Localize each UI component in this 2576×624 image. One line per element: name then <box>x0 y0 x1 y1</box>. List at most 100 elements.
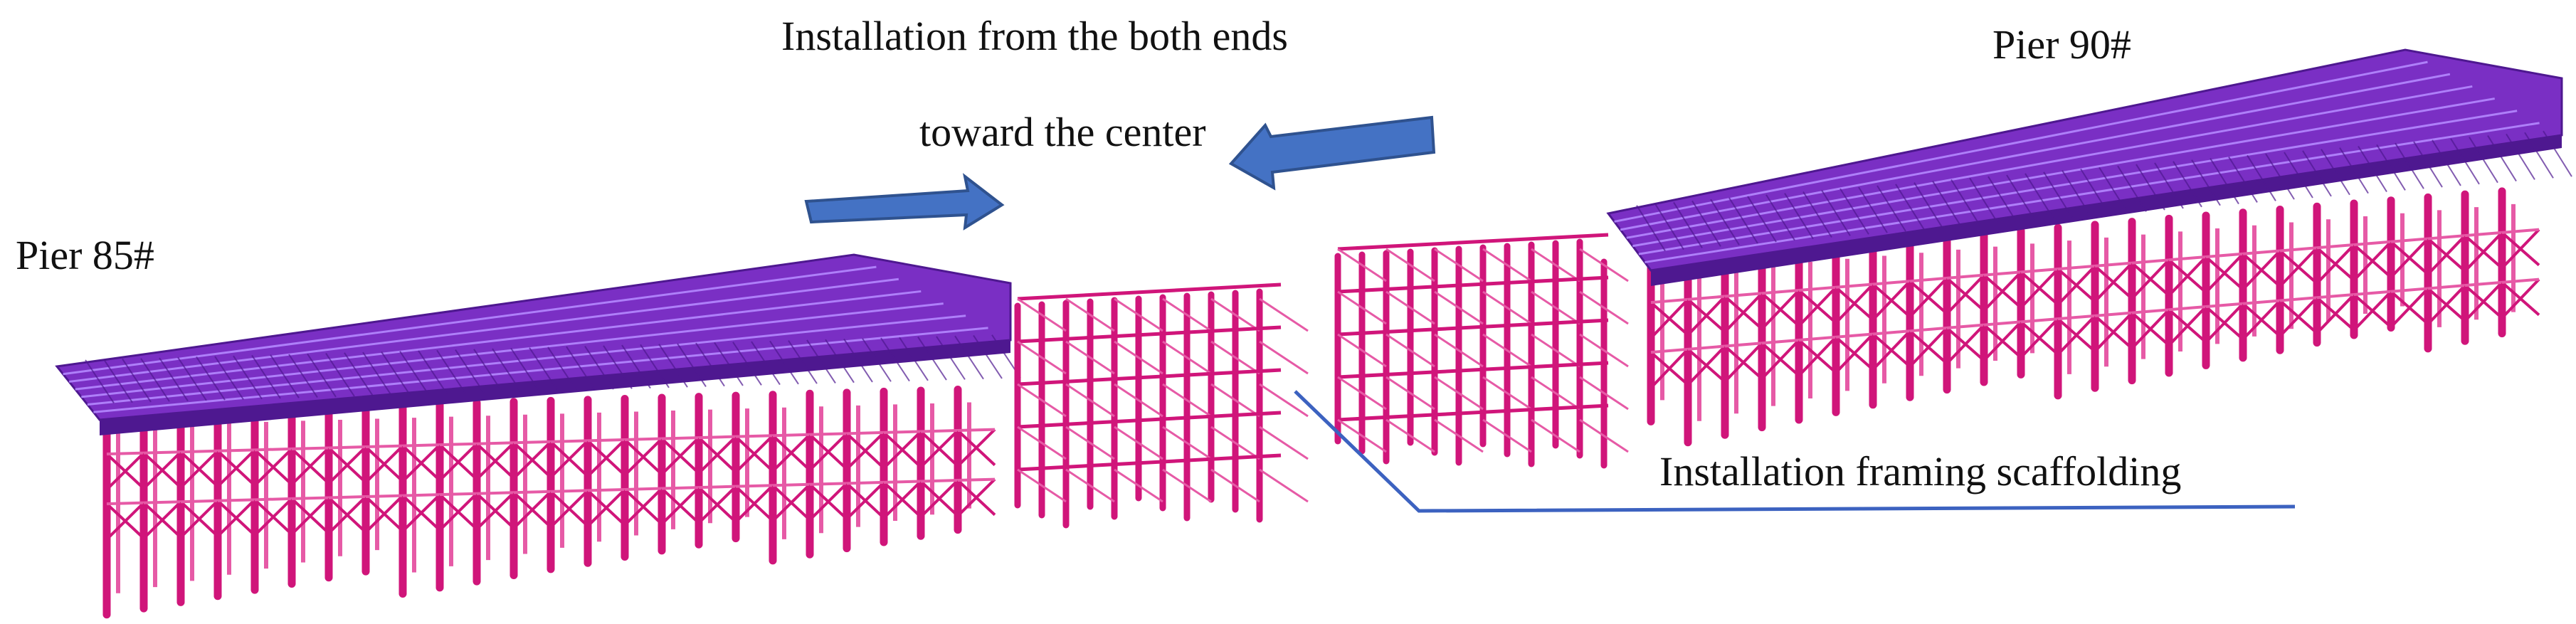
framing-brace <box>1385 248 1435 282</box>
framing-brace <box>1210 383 1260 418</box>
scaffold-brace <box>1724 342 1763 348</box>
scaffold-brace <box>2094 262 2133 303</box>
scaffold-brace <box>1835 283 1874 324</box>
framing-brace <box>1531 248 1580 282</box>
framing-brace <box>1259 297 1309 332</box>
scaffold-brace <box>586 438 626 477</box>
framing-brace <box>1114 425 1163 460</box>
scaffold-deck-rib <box>2062 170 2091 217</box>
scaffold-brace <box>1946 324 1985 365</box>
scaffold-brace <box>550 439 588 443</box>
scaffold-brace <box>883 430 922 434</box>
scaffold-brace <box>216 448 256 488</box>
scaffold-deck-plank <box>75 290 922 391</box>
scaffold-brace <box>2057 314 2096 356</box>
scaffold-deck-rib <box>2006 174 2036 221</box>
scaffold-brace <box>290 497 330 536</box>
scaffold-brace <box>1872 329 1911 336</box>
framing-brace <box>1017 425 1067 460</box>
scaffold-deck-rib <box>1691 200 1721 247</box>
scaffold-brace <box>143 450 181 455</box>
framing-beam <box>1337 275 1609 294</box>
framing-brace <box>1162 383 1212 418</box>
scaffold-brace <box>2279 246 2318 253</box>
framing-brace <box>1337 376 1387 411</box>
scaffold-brace <box>2131 258 2170 300</box>
scaffold-brace <box>549 439 589 479</box>
framing-brace <box>1579 290 1629 325</box>
scaffold-deck-rib <box>418 350 448 395</box>
scaffold-deck-rib <box>880 337 910 382</box>
framing-brace <box>1434 290 1484 325</box>
scaffold-deck-rib <box>1728 197 1758 244</box>
scaffold-deck-rib <box>1876 185 1906 232</box>
scaffold-deck-rib <box>2432 139 2461 186</box>
scaffold-deck-rib <box>899 337 929 381</box>
scaffold-brace <box>142 450 182 490</box>
framing-beam <box>1337 403 1609 422</box>
framing-brace <box>1065 425 1115 460</box>
scaffold-brace <box>364 445 404 484</box>
scaffold-brace <box>142 500 182 540</box>
framing-brace <box>1385 418 1435 453</box>
framing-brace <box>1579 376 1629 411</box>
arrow-left-icon <box>1228 115 1436 191</box>
scaffold-deck-rib <box>85 359 115 403</box>
scaffold-brace <box>1649 298 1689 339</box>
framing-brace <box>1162 340 1212 375</box>
scaffold-deck-rib <box>362 351 392 396</box>
framing-beam <box>1337 361 1609 379</box>
scaffold-brace <box>624 487 663 491</box>
scaffold-brace <box>2501 228 2540 234</box>
framing-brace <box>1162 425 1212 460</box>
scaffold-deck-rib <box>325 353 355 397</box>
scaffold-brace <box>1686 295 1726 337</box>
scaffold-brace <box>2427 234 2466 275</box>
pier-85-label: Pier 85# <box>16 232 154 278</box>
framing-towers-center-left <box>1014 282 1309 529</box>
scaffold-brace <box>291 496 329 500</box>
scaffold-brace <box>1946 323 1985 329</box>
scaffold-brace <box>365 444 403 449</box>
framing-brace <box>1337 333 1387 368</box>
scaffold-deck-rib <box>769 340 799 385</box>
scaffold-brace <box>513 440 551 445</box>
scaffold-brace <box>882 480 922 519</box>
framing-brace <box>1065 468 1115 503</box>
framing-brace <box>1210 340 1260 375</box>
scaffold-brace <box>586 488 626 527</box>
scaffold-brace <box>2094 312 2133 353</box>
scaffold-deck-rib <box>603 345 633 389</box>
scaffold-brace <box>476 491 514 495</box>
scaffold-brace <box>882 430 922 470</box>
scaffold-deck-rib <box>2339 147 2369 194</box>
framing-beam <box>1337 233 1609 251</box>
scaffold-brace <box>179 499 219 539</box>
scaffold-brace <box>2316 243 2355 285</box>
scaffold-brace <box>734 434 774 474</box>
scaffold-deck-rib <box>2284 152 2313 199</box>
scaffold-deck-rib <box>307 353 337 398</box>
framing-brace <box>1482 290 1532 325</box>
scaffold-brace <box>2057 314 2096 321</box>
framing-brace <box>1114 383 1163 418</box>
scaffold-deck-rib <box>2080 168 2110 216</box>
framing-brace <box>1579 418 1629 453</box>
scaffold-brace <box>1724 292 1763 333</box>
framing-brace <box>1385 290 1435 325</box>
scaffold-deck-rib <box>1932 181 1962 228</box>
scaffold-deck-rib <box>2321 149 2350 196</box>
scaffold-brace <box>1798 285 1837 292</box>
scaffold-brace <box>106 501 144 506</box>
scaffold-brace <box>365 494 403 499</box>
framing-brace <box>1337 418 1387 453</box>
scaffold-deck-rib <box>2543 130 2572 177</box>
scaffold-deck-rib <box>251 354 281 399</box>
framing-brace <box>1017 383 1067 418</box>
scaffold-brace <box>771 483 811 522</box>
framing-brace <box>1210 425 1260 460</box>
scaffold-deck-rib <box>177 356 207 401</box>
scaffold-brace <box>809 482 848 486</box>
scaffold-brace <box>2353 240 2392 246</box>
